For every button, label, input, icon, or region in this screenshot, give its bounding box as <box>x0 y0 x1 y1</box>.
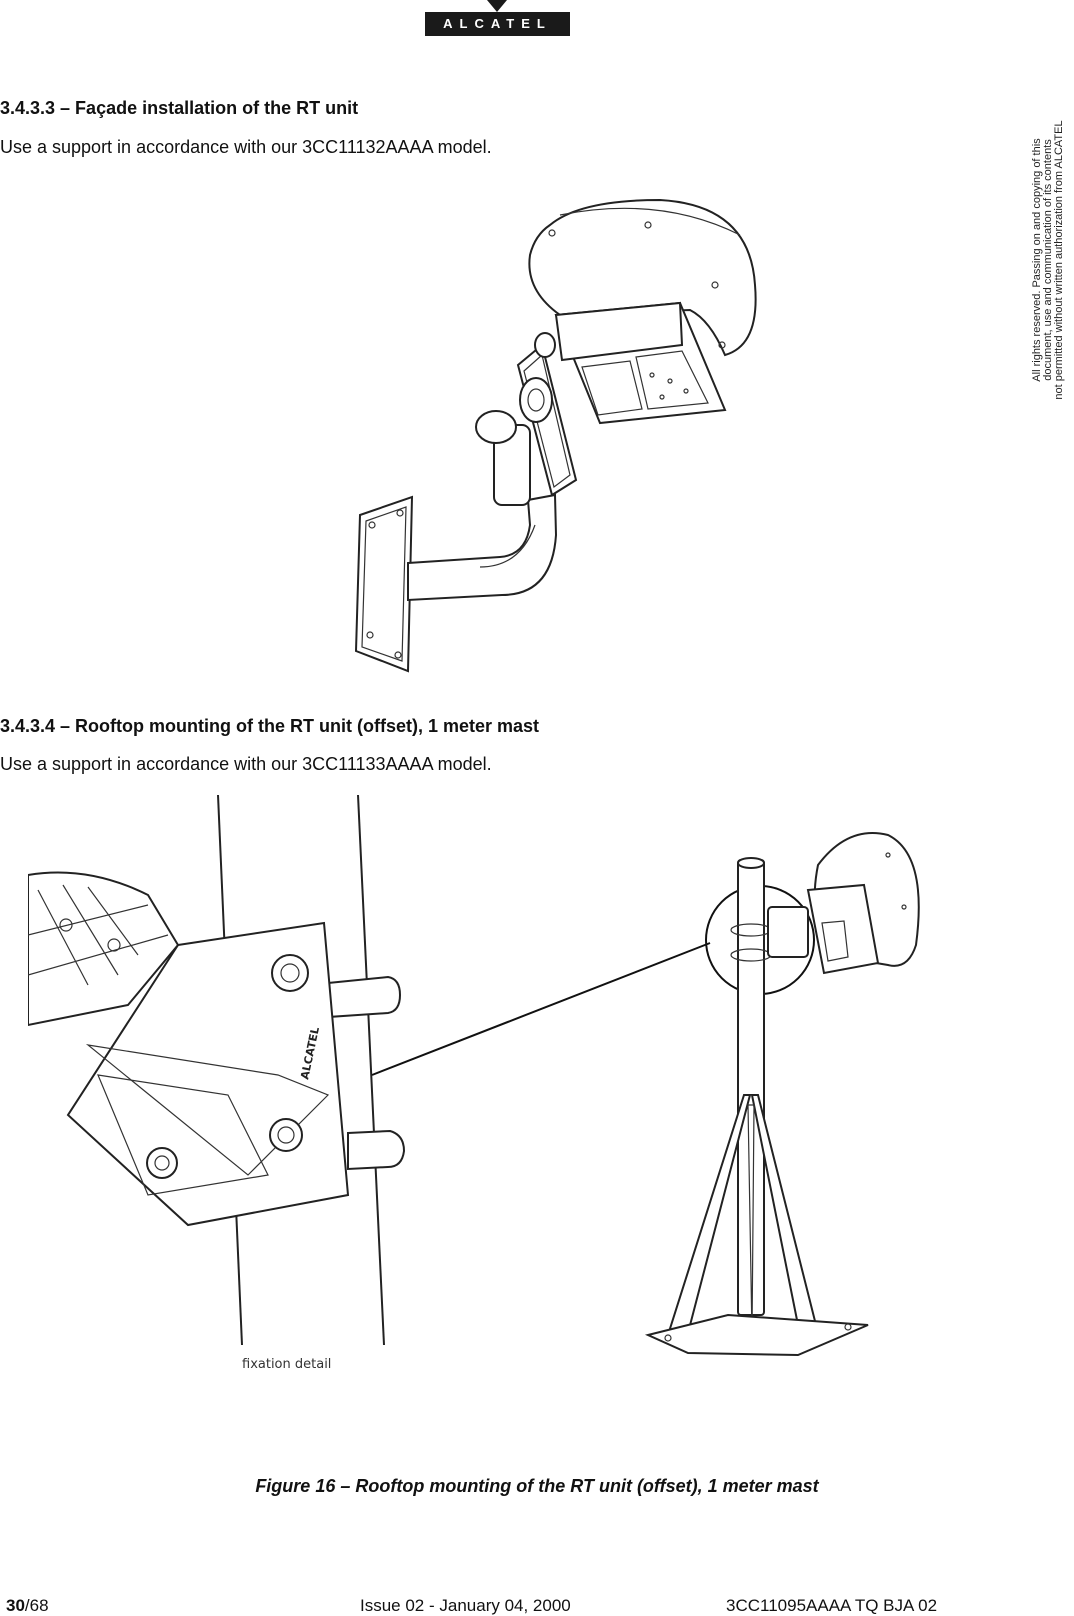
logo-triangle-icon <box>487 0 507 12</box>
section-text-facade: Use a support in accordance with our 3CC… <box>0 137 492 157</box>
facade-installation-drawing <box>354 198 757 673</box>
copyright-notice: All rights reserved. Passing on and copy… <box>1031 40 1065 480</box>
page-current: 30 <box>6 1596 25 1615</box>
page-total: /68 <box>24 1596 49 1615</box>
fixation-detail-label: fixation detail <box>242 1357 331 1372</box>
section-heading-facade: 3.4.3.3 – Façade installation of the RT … <box>0 98 359 118</box>
rooftop-mounting-drawing: ALCATEL fixation detail <box>28 795 920 1372</box>
alcatel-logo: ALCATEL <box>425 0 570 36</box>
document-reference: 3CC11095AAAA TQ BJA 02 <box>726 1596 938 1615</box>
figure-caption: Figure 16 – Rooftop mounting of the RT u… <box>255 1476 819 1496</box>
logo-text: ALCATEL <box>425 12 570 36</box>
section-text-rooftop: Use a support in accordance with our 3CC… <box>0 754 492 774</box>
issue-date: Issue 02 - January 04, 2000 <box>360 1596 571 1615</box>
copyright-line-3: not permitted without written authorizat… <box>1053 120 1065 400</box>
section-heading-rooftop: 3.4.3.4 – Rooftop mounting of the RT uni… <box>0 716 540 736</box>
page-number: 30/68 <box>6 1596 49 1616</box>
